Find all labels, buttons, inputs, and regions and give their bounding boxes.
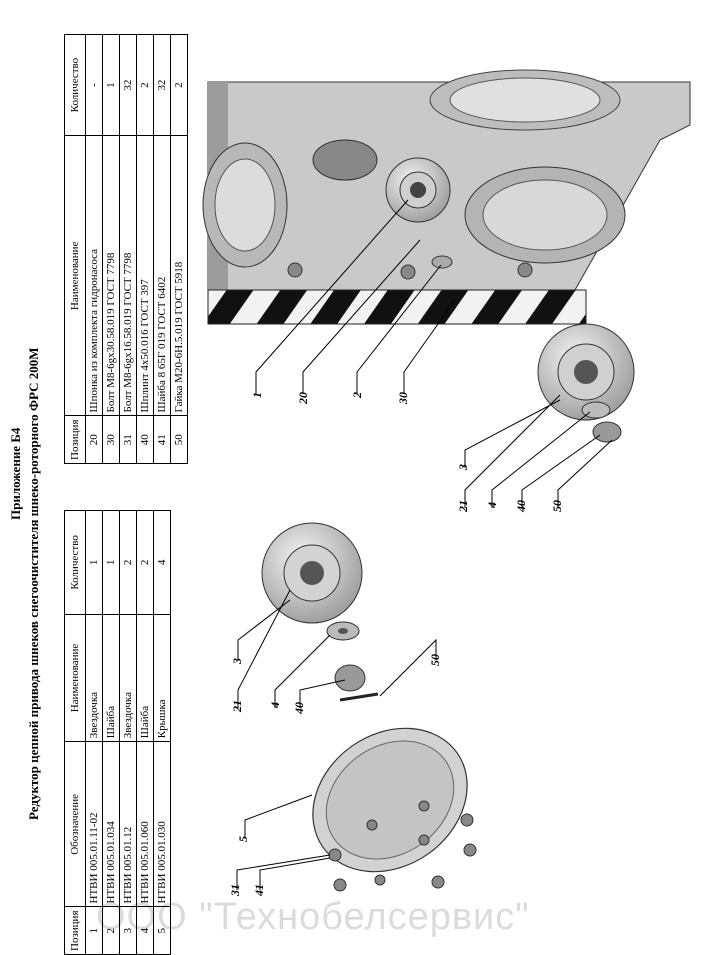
callout-31: 31 [228, 884, 242, 896]
leader-lines [236, 199, 613, 890]
callout-30: 30 [396, 392, 410, 404]
callout-50: 50 [550, 500, 564, 512]
callout-1: 1 [250, 392, 264, 398]
callout-21: 21 [456, 500, 470, 512]
callout-40: 40 [292, 702, 306, 714]
cotter-pin-icon [339, 692, 379, 702]
callout-2: 2 [350, 392, 364, 398]
callout-4: 4 [485, 502, 499, 508]
watermark: ООО "Технобелсервис" [96, 896, 530, 938]
nut-icon [334, 664, 366, 692]
callout-3: 3 [456, 464, 470, 470]
gearbox-housing [202, 69, 691, 325]
nut-icon [592, 421, 622, 443]
bolt-icon [328, 800, 477, 892]
cover-plate-icon [312, 727, 468, 873]
sprocket-icon [261, 522, 363, 624]
callout-41: 41 [252, 884, 266, 896]
callout-3: 3 [230, 658, 244, 664]
callout-20: 20 [296, 392, 310, 404]
callout-50: 50 [428, 654, 442, 666]
callout-4: 4 [268, 702, 282, 708]
washer-icon [581, 401, 611, 419]
sprocket-icon [537, 323, 635, 421]
washer-icon [326, 621, 360, 641]
callout-40: 40 [514, 500, 528, 512]
callout-5: 5 [236, 836, 250, 842]
sprocket-icon [385, 157, 451, 223]
callout-21: 21 [230, 700, 244, 712]
washer-icon [431, 255, 453, 269]
